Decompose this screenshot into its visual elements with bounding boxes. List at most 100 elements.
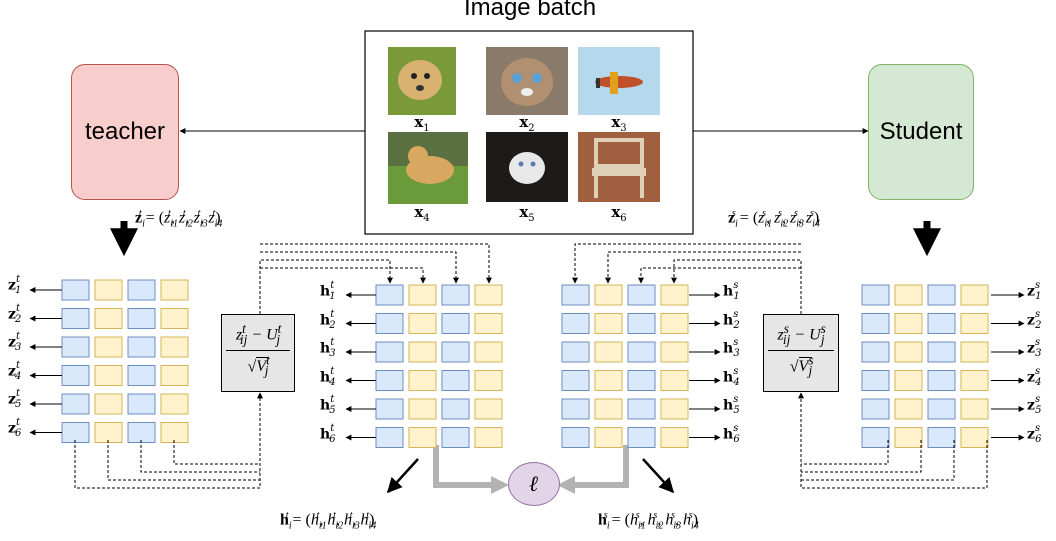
matrix-cell: [660, 284, 689, 306]
student-h-row-label: hs4: [723, 365, 740, 388]
matrix-cell: [408, 427, 437, 448]
matrix-cell: [160, 279, 189, 301]
student-h-row-label: hs2: [723, 308, 740, 331]
kitten-image: [486, 132, 568, 202]
matrix-cell: [660, 313, 689, 334]
matrix-cell: [408, 341, 437, 363]
student-h-row-label: hs6: [723, 422, 740, 445]
matrix-cell: [474, 370, 503, 391]
student-h-matrix: [561, 284, 689, 448]
matrix-cell: [927, 370, 956, 391]
dashed-connector: [801, 440, 955, 481]
loss-node: ℓ: [508, 462, 560, 506]
matrix-cell: [375, 398, 404, 420]
matrix-cell: [408, 313, 437, 334]
teacher-h-row-label: ht4: [320, 365, 336, 388]
matrix-cell: [94, 393, 123, 415]
matrix-cell: [127, 365, 156, 386]
matrix-cell: [94, 308, 123, 329]
matrix-cell: [927, 398, 956, 420]
dashed-connector: [173, 440, 260, 465]
matrix-cell: [960, 370, 989, 391]
matrix-cell: [375, 341, 404, 363]
matrix-cell: [561, 398, 590, 420]
dashed-connector: [140, 440, 260, 473]
teacher-h-matrix: [375, 284, 503, 448]
teacher-z-row-label: zt5: [8, 388, 22, 411]
matrix-cell: [160, 336, 189, 358]
teacher-box: teacher: [71, 64, 179, 200]
matrix-cell: [441, 284, 470, 306]
matrix-cell: [561, 370, 590, 391]
image-caption: x5: [519, 203, 535, 224]
matrix-cell: [441, 427, 470, 448]
matrix-cell: [960, 313, 989, 334]
dashed-connector: [638, 267, 801, 284]
matrix-cell: [927, 313, 956, 334]
teacher-z-row-label: zt6: [8, 416, 22, 439]
matrix-cell: [441, 370, 470, 391]
teacher-z-row-label: zt4: [8, 359, 22, 382]
matrix-cell: [861, 341, 890, 363]
matrix-cell: [474, 341, 503, 363]
dashed-connector: [572, 243, 801, 284]
matrix-cell: [594, 427, 623, 448]
matrix-cell: [375, 284, 404, 306]
dashed-connector: [260, 243, 492, 284]
matrix-cell: [94, 365, 123, 386]
matrix-cell: [94, 336, 123, 358]
matrix-cell: [441, 341, 470, 363]
matrix-cell: [408, 284, 437, 306]
student-h-row-label: hs3: [723, 337, 740, 360]
matrix-cell: [160, 422, 189, 443]
matrix-cell: [474, 313, 503, 334]
matrix-cell: [894, 370, 923, 391]
student-z-row-label: zs6: [1027, 422, 1042, 445]
teacher-h-row-label: ht1: [320, 280, 336, 303]
matrix-cell: [160, 308, 189, 329]
teacher-normalization-box: ztij − Utj √Vtj: [221, 314, 295, 392]
student-z-row-label: zs5: [1027, 394, 1042, 417]
dashed-connector: [260, 267, 426, 284]
matrix-cell: [861, 370, 890, 391]
matrix-cell: [660, 370, 689, 391]
student-h-arrow: [642, 458, 675, 494]
matrix-cell: [375, 370, 404, 391]
matrix-cell: [474, 398, 503, 420]
matrix-cell: [61, 279, 90, 301]
matrix-cell: [861, 398, 890, 420]
matrix-cell: [561, 341, 590, 363]
matrix-cell: [627, 398, 656, 420]
matrix-cell: [441, 313, 470, 334]
matrix-cell: [927, 341, 956, 363]
matrix-cell: [894, 313, 923, 334]
matrix-cell: [441, 398, 470, 420]
matrix-cell: [894, 398, 923, 420]
image-caption: x2: [519, 113, 535, 134]
matrix-cell: [627, 427, 656, 448]
student-to-loss-arrow: [557, 445, 629, 494]
teacher-h-row-label: ht5: [320, 394, 336, 417]
matrix-cell: [594, 313, 623, 334]
image-caption: x6: [611, 203, 627, 224]
student-z-row-label: zs1: [1027, 280, 1042, 303]
student-box: Student: [868, 64, 974, 200]
image-batch-title: Image batch: [463, 0, 597, 21]
airplane-image: [578, 47, 660, 115]
matrix-cell: [375, 427, 404, 448]
matrix-cell: [627, 341, 656, 363]
matrix-cell: [160, 393, 189, 415]
dashed-connector: [260, 251, 459, 284]
matrix-cell: [927, 284, 956, 306]
matrix-cell: [127, 279, 156, 301]
teacher-h-formula: hit = (hi1t, hi2t, hi3t, hi4t): [280, 510, 377, 532]
matrix-cell: [627, 370, 656, 391]
student-h-row-label: hs5: [723, 394, 740, 417]
teacher-z-row-label: zt2: [8, 302, 22, 325]
matrix-cell: [61, 422, 90, 443]
matrix-cell: [160, 365, 189, 386]
matrix-cell: [960, 398, 989, 420]
matrix-cell: [408, 398, 437, 420]
matrix-cell: [94, 422, 123, 443]
